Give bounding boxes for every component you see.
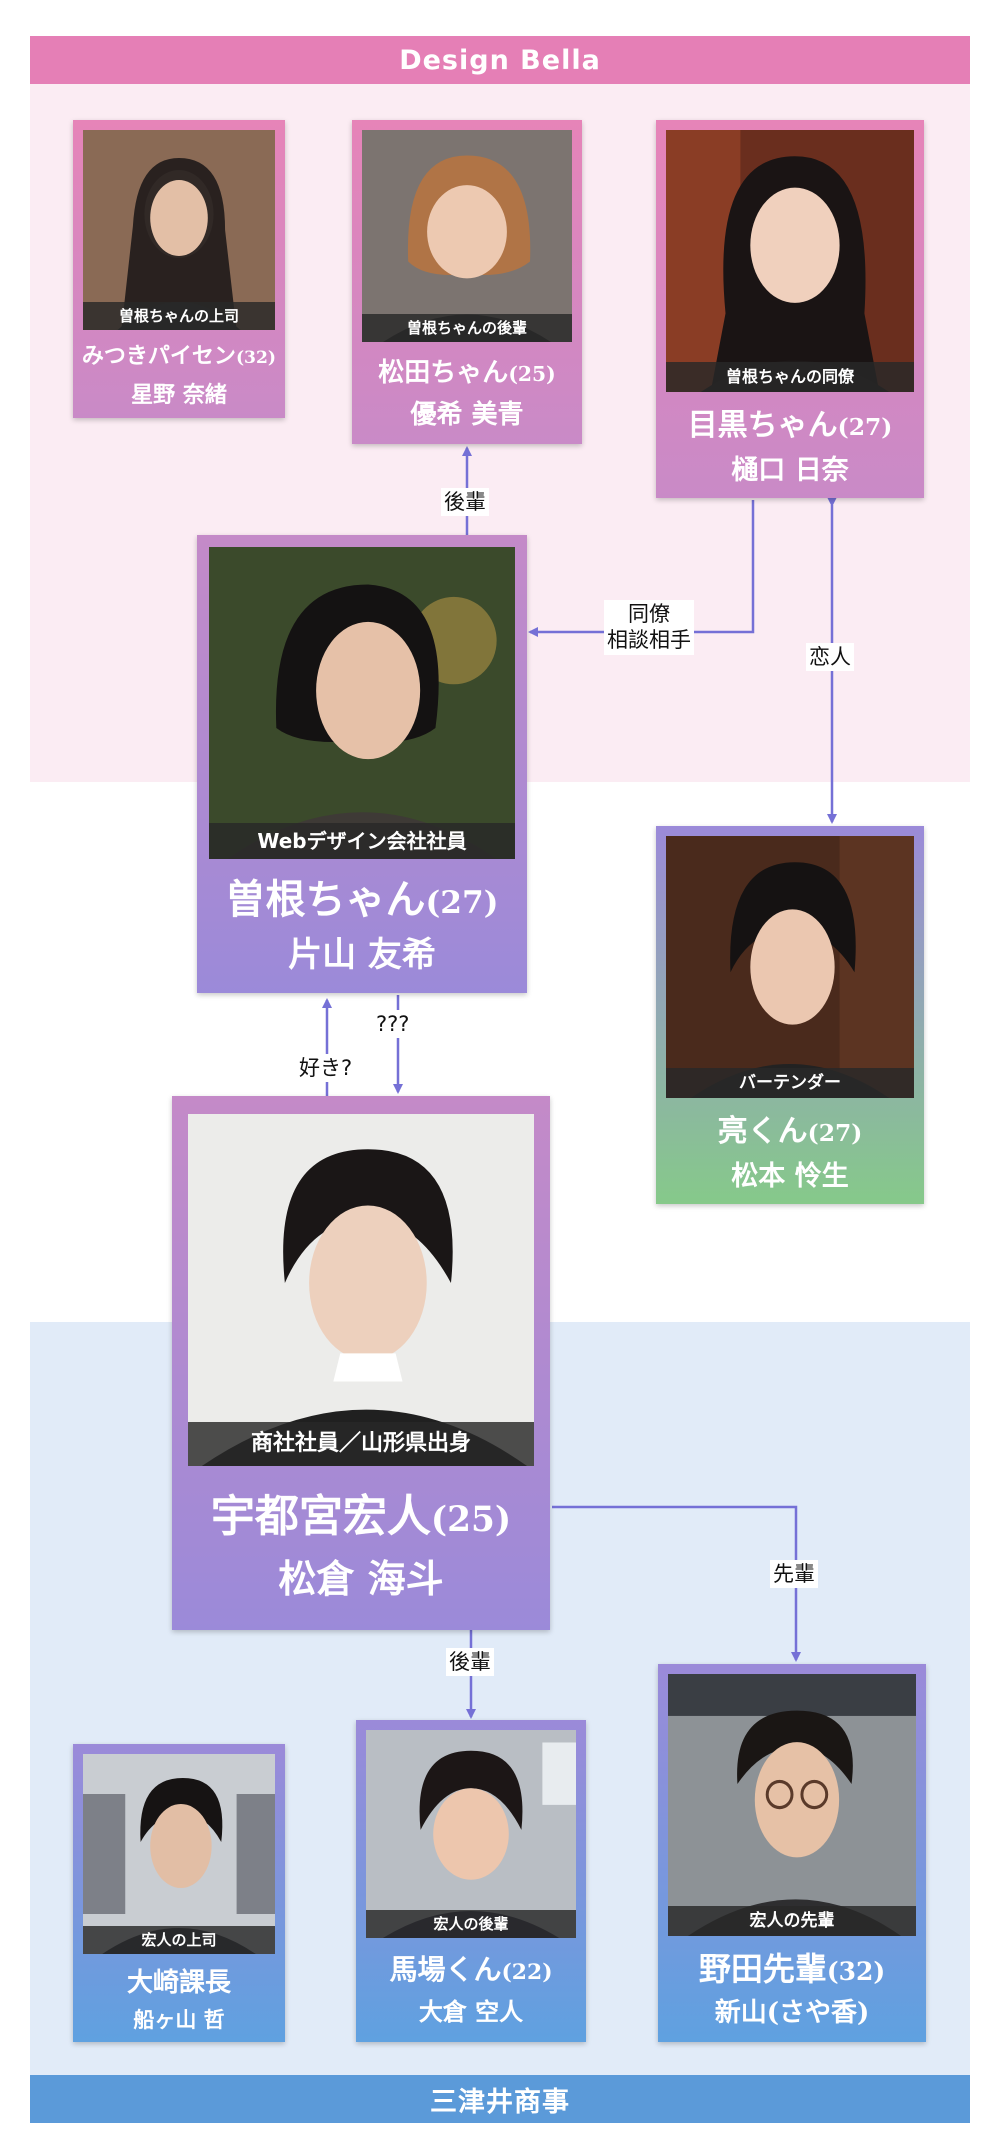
caption-mitsuki: 曽根ちゃんの上司 [83,302,275,330]
label-question: ??? [373,1010,413,1039]
portrait-icon: Webデザイン会社社員 [209,547,515,859]
caption-osaki: 宏人の上司 [83,1926,275,1954]
card-meguro: 曽根ちゃんの同僚 目黒ちゃん(27) 樋口 日奈 [656,120,924,498]
actor-sone: 片山 友希 [288,935,436,975]
label-senpai-noda: 先輩 [770,1560,818,1589]
card-sone: Webデザイン会社社員 曽根ちゃん(27) 片山 友希 [197,535,527,993]
card-noda: 宏人の先輩 野田先輩(32) 新山(さや香) [658,1664,926,2042]
label-douryou-soudan: 同僚 相談相手 [604,600,694,655]
card-utsunomiya: 商社社員／山形県出身 宇都宮宏人(25) 松倉 海斗 [172,1096,550,1630]
name-osaki: 大崎課長 [126,1968,231,1998]
actor-baba: 大倉 空人 [418,1997,524,2026]
mitsui-banner: 三津井商事 [30,2075,970,2123]
caption-sone: Webデザイン会社社員 [209,823,515,859]
name-baba: 馬場くん(22) [389,1953,553,1986]
portrait-icon: 商社社員／山形県出身 [188,1114,534,1466]
actor-noda: 新山(さや香) [714,1998,870,2028]
label-suki: 好き? [296,1054,356,1083]
arrow-utsunomiya-noda [552,1505,801,1662]
actor-mitsuki: 星野 奈緒 [131,382,227,408]
name-utsunomiya: 宇都宮宏人(25) [210,1491,512,1542]
portrait-icon: 宏人の後輩 [366,1730,576,1938]
actor-utsunomiya: 松倉 海斗 [278,1556,444,1601]
caption-ryo: バーテンダー [666,1068,914,1098]
portrait-icon: 宏人の先輩 [668,1674,916,1936]
label-kouhai-matsuda: 後輩 [441,488,489,517]
portrait-icon: 曽根ちゃんの上司 [83,130,275,330]
actor-matsuda: 優希 美青 [410,400,524,430]
name-mitsuki: みつきパイセン(32) [81,343,277,369]
card-osaki: 宏人の上司 大崎課長 船ヶ山 哲 [73,1744,285,2042]
portrait-icon: バーテンダー [666,836,914,1098]
label-koibito: 恋人 [806,643,854,672]
card-matsuda: 曽根ちゃんの後輩 松田ちゃん(25) 優希 美青 [352,120,582,444]
actor-osaki: 船ヶ山 哲 [133,2007,225,2032]
caption-baba: 宏人の後輩 [366,1910,576,1938]
caption-matsuda: 曽根ちゃんの後輩 [362,314,572,342]
name-meguro: 目黒ちゃん(27) [687,408,893,443]
card-baba: 宏人の後輩 馬場くん(22) 大倉 空人 [356,1720,586,2042]
caption-noda: 宏人の先輩 [668,1906,916,1936]
card-mitsuki: 曽根ちゃんの上司 みつきパイセン(32) 星野 奈緒 [73,120,285,418]
caption-utsunomiya: 商社社員／山形県出身 [188,1422,534,1466]
label-kouhai-baba: 後輩 [446,1648,494,1677]
portrait-icon: 曽根ちゃんの同僚 [666,130,914,392]
actor-ryo: 松本 怜生 [731,1161,849,1192]
design-bella-banner: Design Bella [30,36,970,84]
name-ryo: 亮くん(27) [717,1114,863,1149]
caption-meguro: 曽根ちゃんの同僚 [666,362,914,392]
portrait-icon: 宏人の上司 [83,1754,275,1954]
name-matsuda: 松田ちゃん(25) [378,358,556,388]
actor-meguro: 樋口 日奈 [731,455,849,486]
name-noda: 野田先輩(32) [698,1950,886,1988]
portrait-icon: 曽根ちゃんの後輩 [362,130,572,342]
name-sone: 曽根ちゃん(27) [225,876,499,923]
card-ryo: バーテンダー 亮くん(27) 松本 怜生 [656,826,924,1204]
